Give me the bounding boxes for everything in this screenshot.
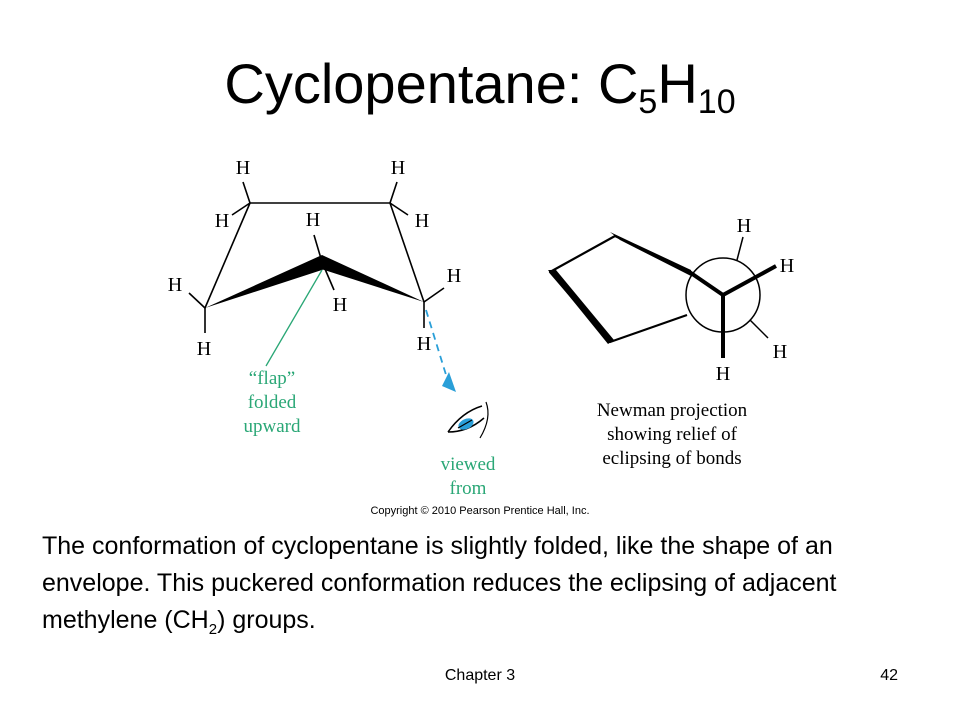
viewed-label-line2: from	[450, 478, 487, 499]
flap-label-line3: upward	[244, 416, 301, 437]
h-atom-label: H	[447, 265, 461, 287]
flap-annotation: “flap” folded upward	[244, 269, 323, 437]
h-atom-label: H	[391, 157, 405, 179]
h-atom-label: H	[168, 274, 182, 296]
newman-caption-line3: eclipsing of bonds	[602, 448, 741, 469]
h-atom-label: H	[737, 215, 751, 237]
body-text-end: ) groups.	[217, 606, 316, 634]
copyright-notice: Copyright © 2010 Pearson Prentice Hall, …	[370, 505, 589, 517]
view-arrowhead	[442, 372, 456, 392]
title-main: Cyclopentane: C	[224, 52, 639, 115]
h-atom-label: H	[333, 294, 347, 316]
envelope-conformation: H H H H H H H H H H	[168, 157, 461, 360]
h-atom-label: H	[215, 210, 229, 232]
viewing-direction: viewed from	[425, 309, 496, 499]
flap-wedges	[205, 255, 424, 308]
h-atom-label: H	[780, 255, 794, 277]
newman-wedge-top	[610, 232, 691, 276]
slide-title: Cyclopentane: C5H10	[0, 52, 960, 119]
footer-chapter: Chapter 3	[444, 667, 516, 684]
newman-projection: H H H H Newman projection showing relief…	[548, 215, 794, 469]
viewed-label-line1: viewed	[441, 454, 496, 475]
h-atom-label: H	[306, 209, 320, 231]
title-subscript-10: 10	[697, 83, 736, 121]
title-subscript-5: 5	[638, 83, 658, 121]
body-text-main: The conformation of cyclopentane is slig…	[42, 532, 837, 634]
h-atom-label: H	[417, 333, 431, 355]
newman-caption-line1: Newman projection	[597, 400, 748, 421]
h-atom-label: H	[716, 363, 730, 385]
flap-label-line2: folded	[248, 392, 297, 413]
newman-wedge-left	[548, 270, 614, 344]
envelope-h-labels: H H H H H H H H H H	[168, 157, 461, 360]
cyclopentane-figure: H H H H H H H H H H “flap” folded upward	[0, 140, 960, 530]
h-atom-label: H	[415, 210, 429, 232]
newman-back-bonds	[736, 236, 769, 339]
h-atom-label: H	[773, 341, 787, 363]
eye-icon	[447, 401, 489, 439]
h-atom-label: H	[236, 157, 250, 179]
newman-front-bonds	[686, 264, 777, 358]
newman-h-labels: H H H H	[716, 215, 794, 385]
body-paragraph: The conformation of cyclopentane is slig…	[42, 528, 922, 639]
title-h: H	[657, 52, 698, 115]
footer-page-number: 42	[880, 667, 898, 684]
newman-caption-line2: showing relief of	[607, 424, 737, 445]
flap-label-line1: “flap”	[249, 368, 295, 389]
flap-pointer-line	[265, 269, 323, 367]
h-atom-label: H	[197, 338, 211, 360]
body-subscript: 2	[208, 621, 218, 638]
